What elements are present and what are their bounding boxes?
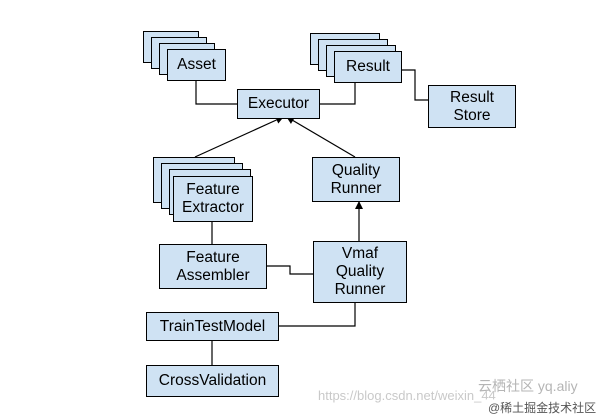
edge-asset-executor — [195, 80, 237, 105]
feature-assembler-box: Feature Assembler — [159, 244, 267, 289]
feature-extractor-box: Feature Extractor — [173, 176, 253, 222]
edge-assembler-vmaf — [267, 265, 313, 275]
executor-box: Executor — [237, 89, 320, 119]
watermark-overlay: 云栖社区 yq.aliy — [478, 378, 578, 394]
edge-vmaf-traintest — [279, 303, 356, 327]
cross-validation-box: CrossValidation — [146, 365, 279, 397]
result-box: Result — [334, 51, 402, 83]
edge-qualityrunner-executor — [286, 116, 356, 158]
watermark-url: https://blog.csdn.net/weixin_44 — [318, 388, 496, 403]
result-store-box: Result Store — [428, 85, 516, 128]
asset-box: Asset — [167, 49, 226, 81]
vmaf-quality-runner-box: Vmaf Quality Runner — [313, 241, 407, 303]
edge-result-resultstore — [402, 69, 428, 101]
edge-result-executor — [320, 80, 356, 105]
watermark-community: @稀土掘金技术社区 — [486, 399, 599, 416]
quality-runner-box: Quality Runner — [312, 157, 400, 202]
train-test-model-box: TrainTestModel — [146, 312, 279, 341]
edge-extractor-executor — [194, 116, 284, 158]
